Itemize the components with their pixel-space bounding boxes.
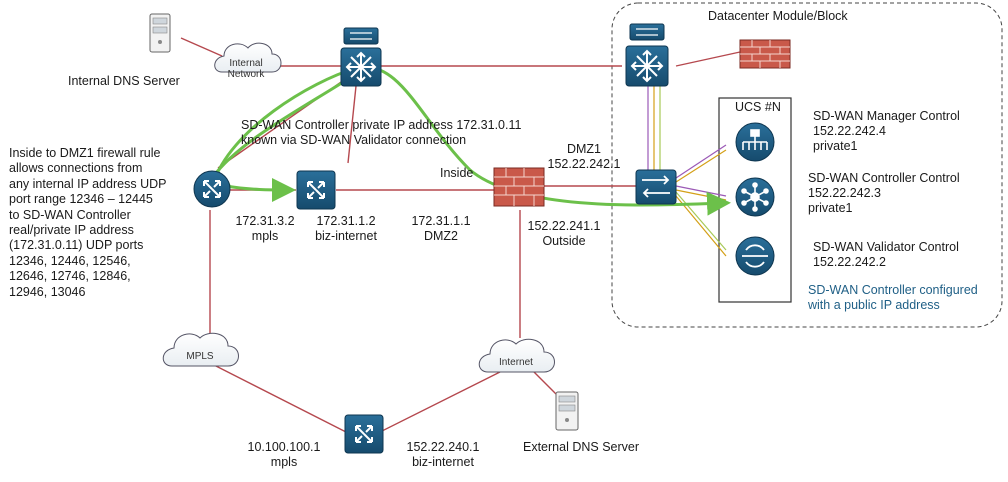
- edge1-biz-interface-label: 172.31.1.2 biz-internet: [315, 214, 377, 243]
- internet-cloud-label: Internet: [499, 357, 533, 368]
- controller-private-ip-annotation: SD-WAN Controller private IP address 172…: [241, 118, 522, 147]
- edge2-mpls-interface-label: 10.100.100.1 mpls: [247, 440, 321, 469]
- internal-dns-label: Internal DNS Server: [68, 74, 180, 88]
- external-dns-label: External DNS Server: [523, 440, 640, 454]
- controller-icon: [735, 177, 775, 217]
- mpls-cloud: [162, 332, 239, 367]
- controller-public-ip-note: SD-WAN Controller configured with a publ…: [808, 283, 978, 312]
- manager-icon: [735, 122, 775, 162]
- ucs-title: UCS #N: [735, 100, 781, 114]
- mpls-cloud-label: MPLS: [186, 351, 214, 362]
- edge2-biz-interface-label: 152.22.240.1 biz-internet: [406, 440, 480, 469]
- biz-internet-router-icon: [296, 170, 336, 210]
- firewall-icon: [493, 167, 545, 207]
- internet-cloud: [478, 338, 555, 373]
- datacenter-title: Datacenter Module/Block: [708, 9, 848, 23]
- validator-icon: [735, 236, 775, 276]
- datacenter-access-switch-icon: [635, 169, 677, 205]
- edge-to-biz-arrow: [225, 177, 296, 202]
- edge-router-1-icon: [193, 170, 231, 208]
- controller-control-label: SD-WAN Controller Control 152.22.242.3 p…: [808, 171, 960, 215]
- datacenter-boundary: [611, 2, 1003, 328]
- firewall-outside-label: 152.22.241.1 Outside: [527, 219, 601, 248]
- internal-network-cloud: [214, 42, 282, 73]
- manager-control-label: SD-WAN Manager Control 152.22.242.4 priv…: [813, 109, 960, 153]
- firewall-inside-label: Inside: [440, 166, 474, 180]
- internal-dns-server-icon: [149, 13, 171, 53]
- external-dns-server-icon: [555, 391, 579, 431]
- firewall-dmz1-label: DMZ1 152.22.242.1: [547, 142, 621, 171]
- edge1-mpls-interface-label: 172.31.3.2 mpls: [235, 214, 295, 243]
- validator-control-label: SD-WAN Validator Control 152.22.242.2: [813, 240, 959, 269]
- datacenter-firewall-icon: [739, 39, 791, 69]
- datacenter-switch-router-icon: [625, 23, 669, 87]
- firewall-dmz2-label: 172.31.1.1 DMZ2: [411, 214, 471, 243]
- edge-router-2-icon: [344, 414, 384, 454]
- firewall-rule-annotation: Inside to DMZ1 firewall rule allows conn…: [9, 146, 167, 299]
- internal-network-label: Internal Network: [227, 58, 265, 80]
- controller-connection-path: [211, 65, 731, 216]
- core-switch-router-icon: [340, 27, 382, 87]
